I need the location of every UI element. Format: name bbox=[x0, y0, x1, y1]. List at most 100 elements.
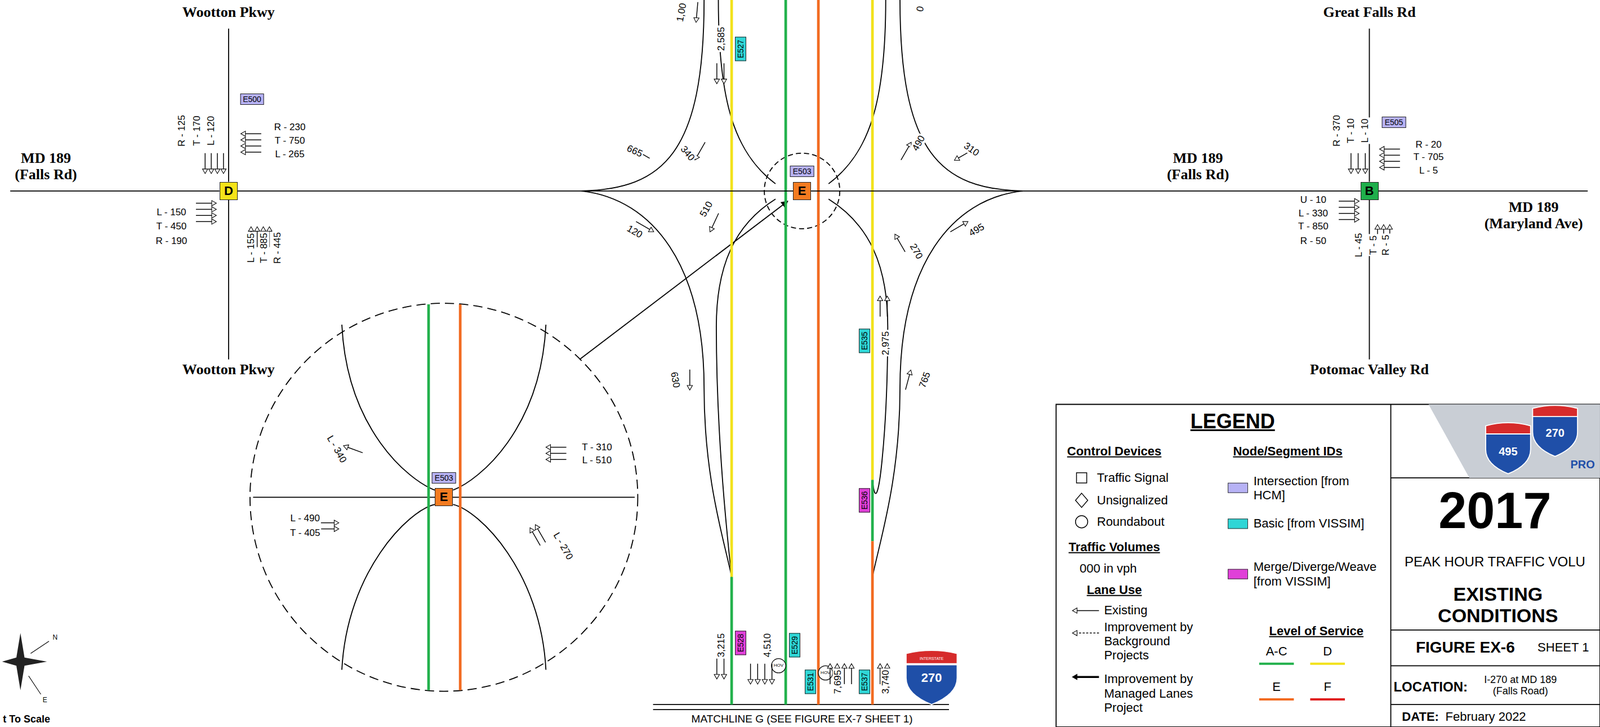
text-label: 0 bbox=[914, 4, 927, 15]
arrow-head bbox=[211, 200, 217, 206]
text-label: U - 10 bbox=[1299, 194, 1328, 206]
text-label: T - 405 bbox=[288, 527, 322, 538]
text-label: I-270 at MD 189 (Falls Road) bbox=[1471, 673, 1571, 697]
ramp-line bbox=[581, 190, 732, 577]
arrow-head bbox=[529, 527, 535, 533]
los-line bbox=[871, 540, 875, 704]
lane-arrow bbox=[256, 230, 258, 247]
arrow-head bbox=[241, 131, 246, 137]
text-label: 2,585 bbox=[715, 25, 727, 53]
segment-id-tag: E505 bbox=[1382, 116, 1407, 128]
road-name: Great Falls Rd bbox=[1321, 3, 1417, 21]
logo-shield bbox=[1532, 404, 1578, 417]
arrow-head bbox=[755, 679, 761, 684]
node-text: E bbox=[439, 490, 449, 503]
los-line bbox=[730, 576, 734, 704]
legend-text: A-C bbox=[1266, 643, 1288, 658]
text-label: L - 5 bbox=[1418, 165, 1439, 176]
arrow-head bbox=[545, 444, 551, 450]
lane-arrow bbox=[1338, 212, 1355, 214]
legend-swatch bbox=[1227, 568, 1249, 579]
node-text: E bbox=[798, 184, 807, 198]
arrow-head bbox=[202, 168, 208, 174]
arrow-head bbox=[747, 679, 753, 684]
segment-id-tag: E503 bbox=[790, 165, 815, 177]
arrow-head bbox=[1379, 164, 1385, 170]
arrow-head bbox=[693, 17, 699, 23]
arrow-head bbox=[220, 168, 226, 174]
los-line bbox=[871, 479, 875, 542]
legend-sample bbox=[1259, 662, 1295, 665]
legend-sample bbox=[1309, 662, 1345, 665]
lane-arrow bbox=[195, 215, 212, 216]
logo-shield bbox=[1485, 422, 1531, 434]
legend-entry: Improvement by Managed Lanes Project bbox=[1103, 671, 1216, 715]
text-label: T - 10 bbox=[1345, 117, 1357, 145]
ramp-line bbox=[828, 0, 886, 184]
text-label: L - 10 bbox=[1360, 117, 1371, 144]
lane-arrow bbox=[1384, 148, 1401, 150]
lane-arrow bbox=[550, 446, 567, 448]
arrow-head bbox=[1072, 607, 1077, 613]
text-label: 2,975 bbox=[880, 330, 891, 357]
text-label: L - 265 bbox=[273, 148, 306, 160]
text-label: L - 490 bbox=[289, 513, 322, 524]
lane-arrow bbox=[697, 141, 706, 156]
arrow-head bbox=[884, 295, 890, 301]
text-label: 2017 bbox=[1437, 482, 1553, 539]
arrow-head bbox=[208, 168, 214, 174]
road-connector bbox=[237, 190, 793, 192]
lane-arrow bbox=[550, 452, 567, 454]
intersection-marker: E bbox=[434, 487, 453, 506]
legend-sample bbox=[1076, 472, 1087, 483]
text-label: 495 bbox=[1497, 444, 1519, 458]
arrow-head bbox=[1379, 152, 1385, 158]
arrow-head bbox=[1354, 216, 1359, 222]
text-label: L - 120 bbox=[206, 114, 217, 147]
lane-arrow bbox=[689, 369, 690, 386]
text-label: 310 bbox=[960, 139, 982, 159]
los-line bbox=[784, 0, 788, 704]
node-text: E503 bbox=[792, 167, 812, 176]
text-label: 1,00 bbox=[674, 1, 689, 24]
legend-entry: F bbox=[1323, 679, 1331, 694]
text-label: N bbox=[51, 634, 59, 642]
text-label: LEGEND bbox=[1189, 409, 1277, 433]
lane-arrow bbox=[1384, 166, 1401, 168]
arrow-head bbox=[343, 444, 349, 450]
text-label: T - 850 bbox=[1297, 221, 1330, 233]
legend-text: Improvement by Background Projects bbox=[1103, 619, 1216, 663]
text-label: 3,740 bbox=[880, 668, 891, 695]
text-label: T - 450 bbox=[155, 221, 189, 233]
arrow-head bbox=[254, 226, 260, 231]
legend-sample bbox=[1075, 515, 1089, 528]
legend-entry: E bbox=[1272, 679, 1281, 694]
legend-text: F bbox=[1323, 679, 1331, 694]
lane-arrow bbox=[1350, 153, 1352, 169]
lane-arrow bbox=[1365, 153, 1366, 169]
lane-arrow bbox=[245, 151, 262, 153]
arrow-head bbox=[260, 226, 266, 231]
legend-sample bbox=[1075, 492, 1089, 507]
lane-arrow bbox=[223, 153, 224, 169]
legend-frame bbox=[1055, 403, 1600, 727]
legend-text: Unsignalized bbox=[1097, 492, 1169, 507]
lane-arrow bbox=[850, 667, 852, 684]
segment-id-tag: E531 bbox=[804, 669, 817, 694]
text-label: R - 5 bbox=[1380, 233, 1392, 257]
legend-entry: D bbox=[1322, 643, 1332, 658]
legend-entry: Improvement by Background Projects bbox=[1103, 619, 1216, 663]
arrow-head bbox=[848, 663, 854, 668]
arrow-head bbox=[714, 674, 720, 679]
arrow-head bbox=[266, 226, 273, 231]
logo-shield bbox=[1532, 416, 1578, 457]
text-label: HOV bbox=[819, 670, 832, 676]
lane-arrow bbox=[195, 208, 212, 210]
lane-arrow bbox=[696, 2, 698, 19]
segment-id-tag: E529 bbox=[789, 633, 801, 658]
arrow-head bbox=[545, 456, 551, 462]
lane-arrow bbox=[532, 531, 541, 545]
text-label: 270 bbox=[907, 240, 926, 262]
text-label: 495 bbox=[965, 220, 988, 239]
lane-arrow bbox=[1384, 161, 1401, 162]
